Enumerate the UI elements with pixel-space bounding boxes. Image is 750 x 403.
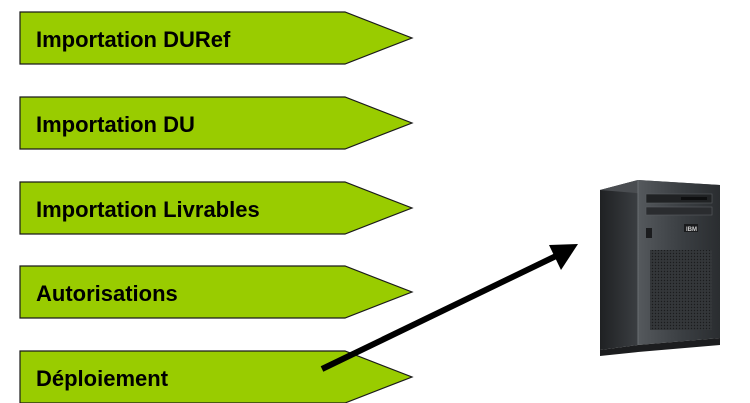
step-2-shape — [19, 96, 414, 150]
step-3: Importation Livrables — [19, 181, 414, 235]
server-brand: IBM — [686, 227, 697, 233]
step-3-label: Importation Livrables — [36, 197, 260, 222]
step-1-shape — [19, 11, 414, 65]
step-2-label: Importation DU — [36, 112, 195, 137]
step-2: Importation DU — [19, 96, 414, 150]
step-5-shape — [19, 350, 414, 403]
deploy-arrow — [320, 244, 578, 372]
step-1: Importation DURef — [19, 11, 414, 65]
step-1-label: Importation DURef — [36, 27, 231, 52]
step-4-label: Autorisations — [36, 281, 178, 306]
step-4: Autorisations — [19, 265, 414, 319]
deploy-arrow-head — [549, 244, 578, 270]
step-3-shape — [19, 181, 414, 235]
step-5-label: Déploiement — [36, 366, 169, 391]
tower-server-icon: IBM — [600, 180, 720, 356]
deploy-arrow-shaft — [320, 253, 558, 372]
step-5: Déploiement — [19, 350, 414, 403]
step-4-shape — [19, 265, 414, 319]
